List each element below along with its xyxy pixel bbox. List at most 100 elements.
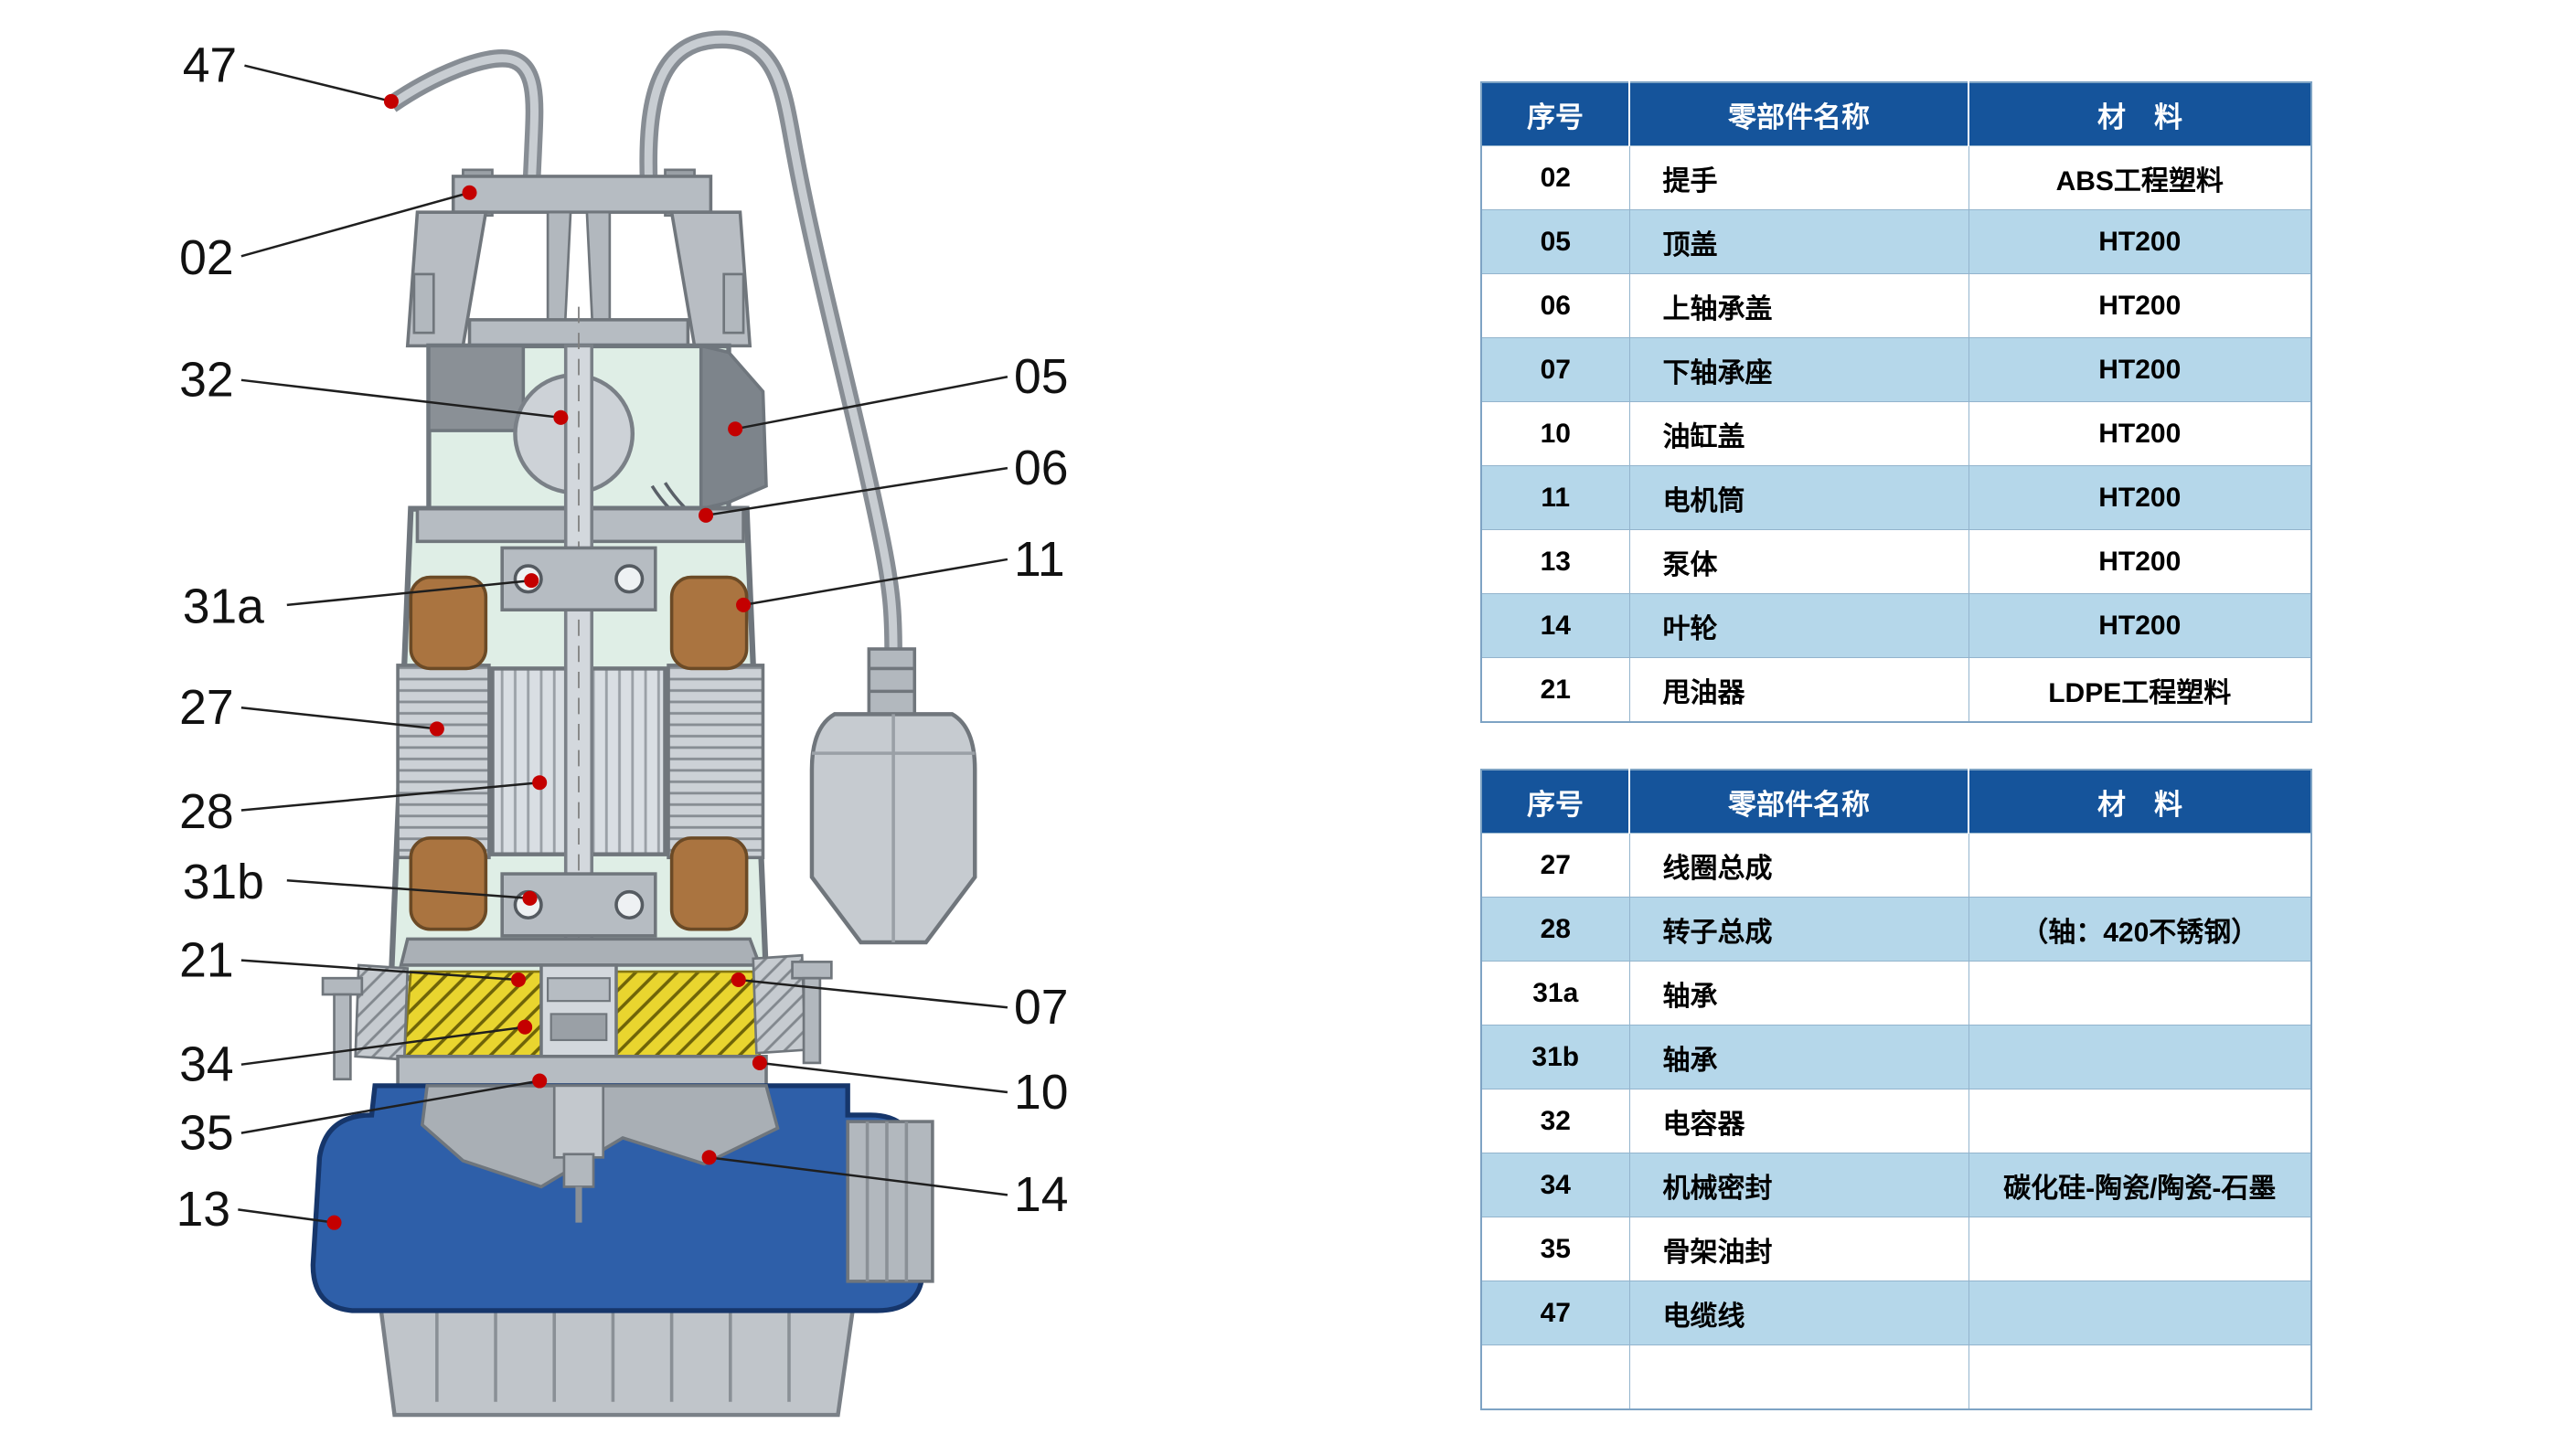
leader-line [240,781,540,812]
cell-part-name: 甩油器 [1628,657,1969,723]
cell-part-name [1628,1344,1969,1410]
cell-serial: 21 [1480,657,1630,723]
cell-serial: 35 [1480,1217,1630,1281]
leader-line [759,1061,1008,1094]
parts-table-secondary: 序号 零部件名称 材 料 27 线圈总成 28 转子总成 （轴：420不锈钢） … [1480,769,2312,1410]
marker-dot [462,185,477,200]
leader-lines [238,64,1008,1224]
cell-serial: 31b [1480,1025,1630,1089]
cell-material [1968,961,2312,1026]
marker-dot [731,972,746,988]
cell-part-name: 顶盖 [1628,209,1969,274]
leader-line [244,64,392,103]
cell-material: HT200 [1968,593,2312,658]
cell-serial: 02 [1480,145,1630,210]
cell-serial: 34 [1480,1153,1630,1217]
float-switch [809,647,977,945]
table-row: 02 提手 ABS工程塑料 [1480,145,2312,210]
cell-part-name: 机械密封 [1628,1153,1969,1217]
label-34: 34 [179,1038,234,1092]
label-31b: 31b [183,856,264,909]
flange-bolts [321,953,833,1081]
lower-bearing-seat [399,937,763,967]
label-28: 28 [179,785,234,839]
label-31a: 31a [183,579,264,633]
table-row: 11 电机筒 HT200 [1480,465,2312,530]
cell-material [1968,1025,2312,1089]
part-labels: 47 02 32 31a 27 28 31b 21 34 35 13 05 06… [176,39,1069,1238]
pump-diagram: 47 02 32 31a 27 28 31b 21 34 35 13 05 06… [176,30,1069,1418]
leader-line [286,878,530,900]
cell-serial: 10 [1480,401,1630,466]
table-header-row: 序号 零部件名称 材 料 [1481,770,2311,834]
table-row: 21 甩油器 LDPE工程塑料 [1480,657,2312,723]
power-cable [386,30,902,653]
table-row: 27 线圈总成 [1480,833,2312,898]
cell-part-name: 轴承 [1628,961,1969,1026]
cell-part-name: 上轴承盖 [1628,273,1969,338]
label-14: 14 [1014,1168,1069,1222]
cell-part-name: 线圈总成 [1628,833,1969,898]
marker-dot [522,890,538,906]
cell-serial: 05 [1480,209,1630,274]
top-cover [426,343,768,512]
leader-line [238,1208,335,1224]
cell-part-name: 骨架油封 [1628,1217,1969,1281]
cell-part-name: 提手 [1628,145,1969,210]
parts-table-main: 序号 零部件名称 材 料 02 提手 ABS工程塑料 05 顶盖 HT200 0… [1480,81,2312,723]
marker-dot [429,721,444,737]
marker-dot [553,409,569,425]
parts-tables: 序号 零部件名称 材 料 02 提手 ABS工程塑料 05 顶盖 HT200 0… [1480,81,2312,1410]
marker-dot [701,1150,717,1165]
cell-material: LDPE工程塑料 [1968,657,2312,723]
cell-material: HT200 [1968,401,2312,466]
cell-part-name: 电容器 [1628,1089,1969,1153]
discharge-flange [846,1120,934,1283]
table-row: 14 叶轮 HT200 [1480,593,2312,658]
cell-serial: 13 [1480,529,1630,594]
cell-material [1968,1217,2312,1281]
cell-serial: 47 [1480,1281,1630,1345]
col-header-serial: 序号 [1481,82,1630,146]
marker-dot [524,573,539,589]
stator-coil [396,575,765,931]
cell-material: HT200 [1968,337,2312,402]
oil-cylinder-cover [396,1054,768,1088]
table-row: 13 泵体 HT200 [1480,529,2312,594]
marker-dot [728,421,743,437]
base [376,1285,859,1418]
cell-serial: 06 [1480,273,1630,338]
cell-serial: 07 [1480,337,1630,402]
col-header-material: 材 料 [1968,770,2311,834]
table-row: 31b 轴承 [1480,1025,2312,1089]
marker-dot [383,93,399,109]
cell-material: HT200 [1968,273,2312,338]
oil-chamber [402,963,762,1062]
leader-line [734,376,1008,430]
cell-part-name: 泵体 [1628,529,1969,594]
cell-material: HT200 [1968,465,2312,530]
table-row: 06 上轴承盖 HT200 [1480,273,2312,338]
leader-line [240,191,470,258]
cell-part-name: 轴承 [1628,1025,1969,1089]
label-02: 02 [179,231,234,285]
leader-line [705,466,1008,517]
table-row: 05 顶盖 HT200 [1480,209,2312,274]
cell-material: （轴：420不锈钢） [1968,897,2312,962]
cell-part-name: 电缆线 [1628,1281,1969,1345]
label-06: 06 [1014,441,1069,495]
leader-line [240,959,519,982]
cell-part-name: 叶轮 [1628,593,1969,658]
leader-line [738,978,1008,1009]
cell-part-name: 电机筒 [1628,465,1969,530]
cell-serial: 31a [1480,961,1630,1026]
marker-dot [699,507,714,523]
cell-material [1968,1089,2312,1153]
cell-serial: 11 [1480,465,1630,530]
marker-dot [510,972,527,988]
cell-material: ABS工程塑料 [1968,145,2312,210]
col-header-name: 零部件名称 [1628,770,1969,834]
label-21: 21 [179,933,234,987]
cell-part-name: 下轴承座 [1628,337,1969,402]
